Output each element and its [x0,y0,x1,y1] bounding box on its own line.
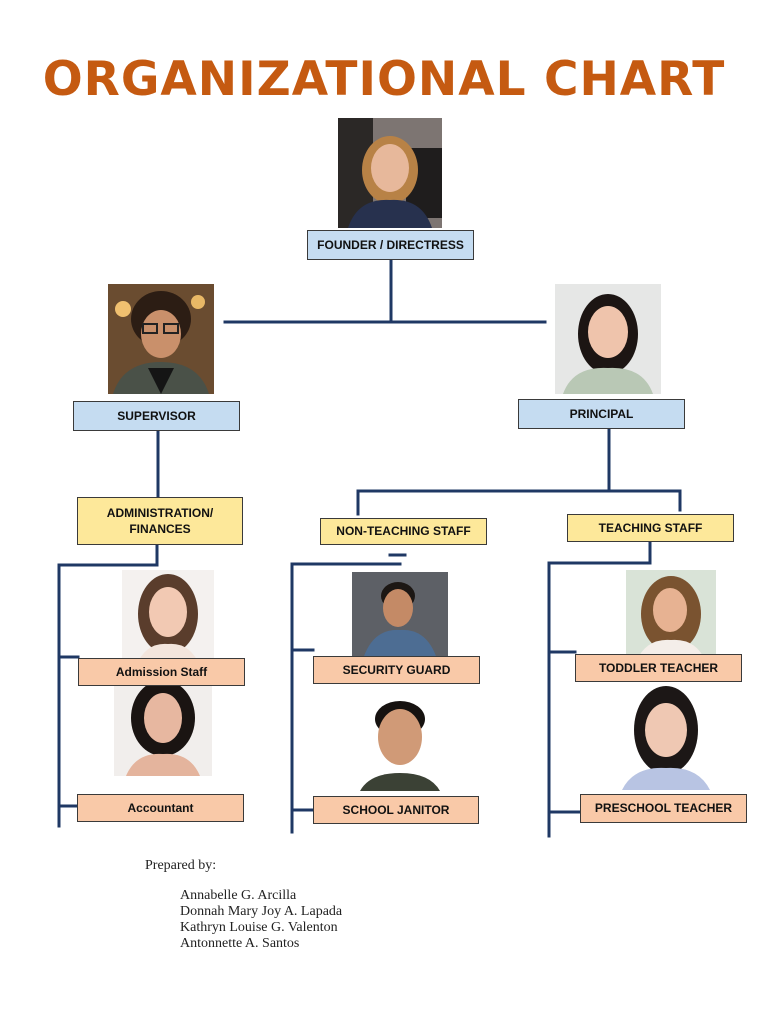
security-guard-box: SECURITY GUARD [313,656,480,684]
principal-photo [555,284,661,394]
preparer-name: Donnah Mary Joy A. Lapada [180,904,343,919]
administration-finances-box: ADMINISTRATION/ FINANCES [77,497,243,545]
admission-staff-photo [122,570,214,666]
preschool-teacher-box: PRESCHOOL TEACHER [580,794,747,823]
page-title: ORGANIZATIONAL CHART [42,52,726,107]
preparer-name: Annabelle G. Arcilla [180,888,297,903]
non-teaching-staff-box: NON-TEACHING STAFF [320,518,487,545]
security-guard-photo [352,572,448,662]
school-janitor-photo [354,693,446,791]
supervisor-photo [108,284,214,394]
principal-box: PRINCIPAL [518,399,685,429]
founder-directress-box: FOUNDER / DIRECTRESS [307,230,474,260]
founder-photo [338,118,442,228]
prepared-by-label: Prepared by: [145,858,217,873]
teaching-staff-box: TEACHING STAFF [567,514,734,542]
preparer-name: Antonnette A. Santos [180,936,300,951]
supervisor-box: SUPERVISOR [73,401,240,431]
admission-staff-box: Admission Staff [78,658,245,686]
toddler-teacher-photo [626,570,716,662]
school-janitor-box: SCHOOL JANITOR [313,796,479,824]
preschool-teacher-photo [614,682,718,790]
accountant-photo [114,676,212,776]
preparer-name: Kathryn Louise G. Valenton [180,920,338,935]
prepared-by-names: Annabelle G. Arcilla Donnah Mary Joy A. … [180,888,342,952]
accountant-box: Accountant [77,794,244,822]
toddler-teacher-box: TODDLER TEACHER [575,654,742,682]
